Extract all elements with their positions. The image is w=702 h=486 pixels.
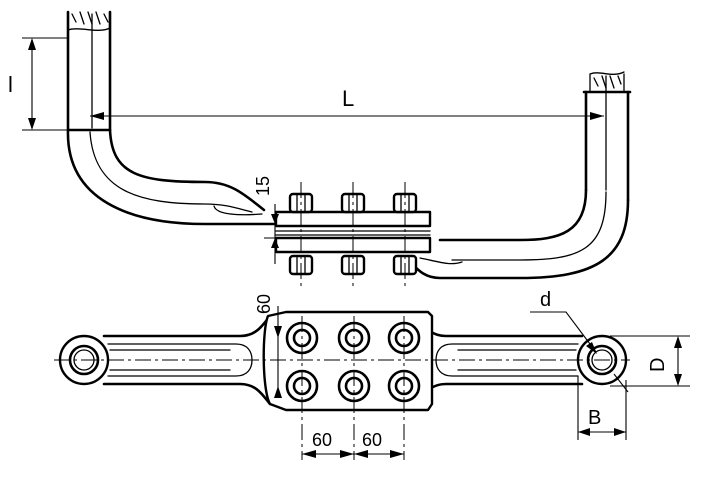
clamp-assembly [274, 182, 432, 290]
dimension-L [90, 112, 604, 120]
plan-view: 60 60 60 d D B [54, 289, 690, 460]
dimension-15 [264, 204, 279, 264]
dimension-60-vertical [274, 306, 282, 398]
label-60-b: 60 [362, 430, 382, 450]
label-D: D [647, 358, 669, 372]
dimension-l [22, 37, 68, 131]
right-cable-end [582, 71, 632, 202]
bolt-1 [288, 182, 314, 290]
right-bent-bar [408, 188, 630, 280]
dimension-60-horizontal [302, 450, 404, 458]
label-d: d [540, 289, 551, 311]
bolt-3 [392, 182, 418, 290]
label-15: 15 [253, 176, 273, 196]
label-l: l [8, 72, 13, 97]
dimension-B [577, 376, 627, 440]
label-60-a: 60 [312, 430, 332, 450]
label-B: B [588, 407, 601, 429]
left-bent-bar [66, 128, 277, 226]
label-60-vertical: 60 [254, 294, 274, 314]
left-cable-end [66, 10, 112, 132]
dimension-D [610, 335, 690, 387]
bolt-2 [340, 182, 366, 290]
side-view: l L 15 [8, 10, 632, 290]
centerline-vertical [301, 316, 405, 460]
label-L: L [342, 86, 354, 111]
